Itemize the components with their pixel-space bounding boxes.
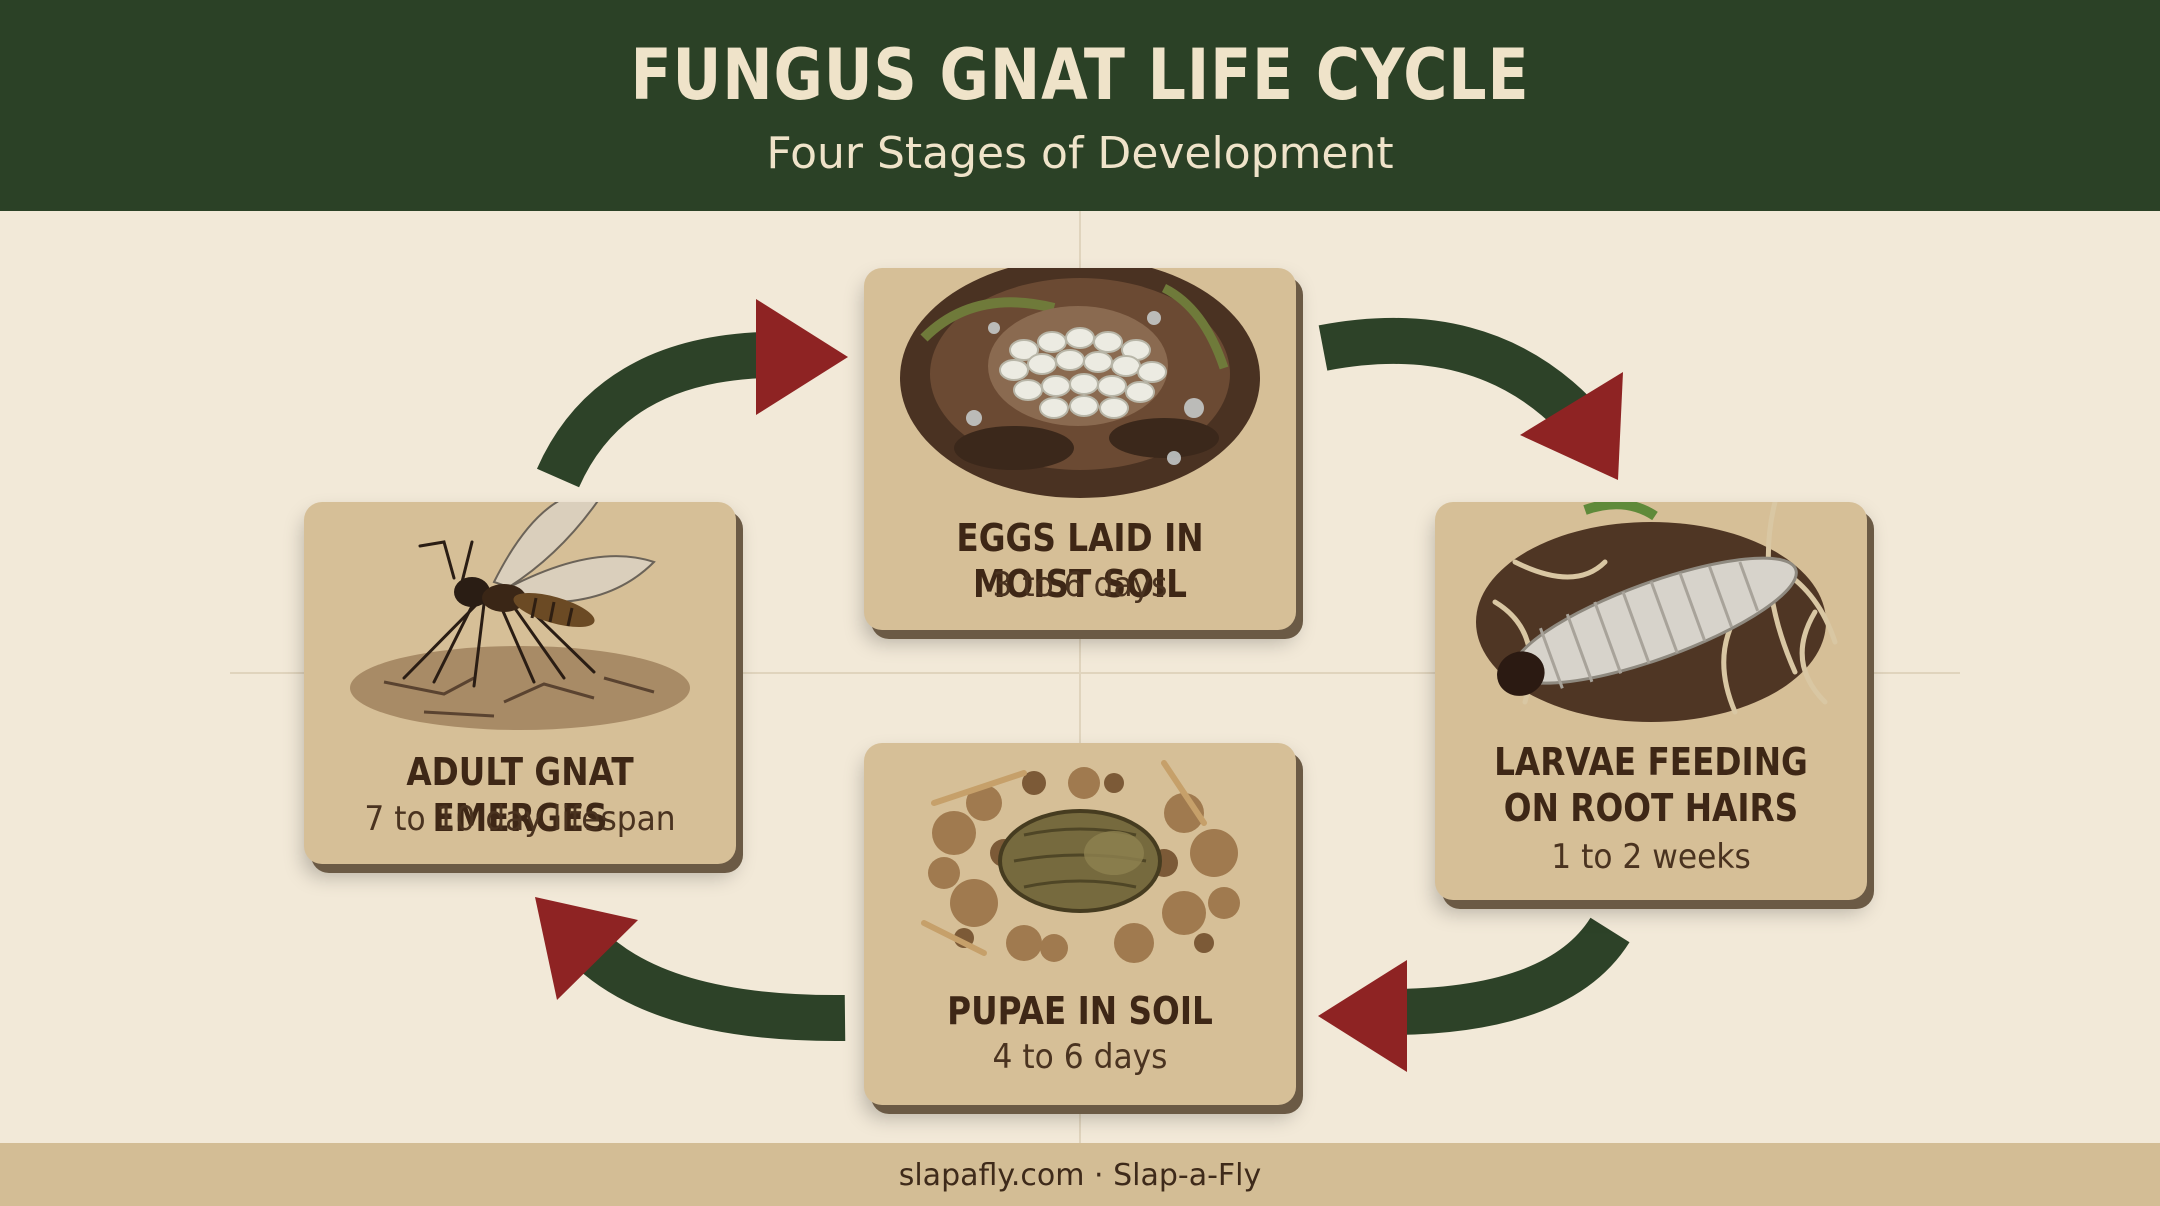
stage-label-pupae: PUPAE IN SOIL: [947, 989, 1213, 1033]
stage-duration-adult: 7 to 10 day lifespan: [364, 799, 676, 839]
stage-card-eggs: EGGS LAID IN MOIST SOIL 3 to 6 days: [864, 268, 1296, 630]
stage-duration-eggs: 3 to 6 days: [992, 565, 1168, 605]
page-title: FUNGUS GNAT LIFE CYCLE: [630, 34, 1530, 116]
arrow-pupae-to-adult: [535, 897, 846, 1042]
stage-card-adult: ADULT GNAT EMERGES 7 to 10 day lifespan: [304, 502, 736, 864]
stage-duration-larvae: 1 to 2 weeks: [1551, 837, 1751, 877]
stage-label-larvae: LARVAE FEEDING ON ROOT HAIRS: [1465, 739, 1837, 831]
arrow-adult-to-eggs: [536, 299, 848, 488]
gnat-icon: [350, 502, 690, 730]
larva-icon: [1476, 502, 1838, 722]
stage-card-larvae: LARVAE FEEDING ON ROOT HAIRS 1 to 2 week…: [1435, 502, 1867, 900]
egg-cluster-icon: [900, 268, 1260, 498]
stage-label-larvae-line-2: ON ROOT HAIRS: [1503, 786, 1799, 830]
footer-credit: slapafly.com · Slap-a-Fly: [898, 1158, 1262, 1193]
stage-label-adult: ADULT GNAT EMERGES: [406, 750, 634, 840]
page-subtitle: Four Stages of Development: [766, 128, 1394, 179]
arrow-eggs-to-larvae: [1318, 317, 1623, 480]
stage-card-pupae: PUPAE IN SOIL 4 to 6 days: [864, 743, 1296, 1105]
pupa-icon: [921, 760, 1240, 963]
header-banner: [0, 0, 2160, 211]
stage-label-eggs: EGGS LAID IN MOIST SOIL: [956, 516, 1204, 606]
footer-bar: [0, 1143, 2160, 1206]
stage-duration-pupae: 4 to 6 days: [992, 1037, 1168, 1077]
stage-label-larvae-line-1: LARVAE FEEDING: [1494, 740, 1808, 784]
arrow-larvae-to-pupae: [1318, 917, 1630, 1072]
